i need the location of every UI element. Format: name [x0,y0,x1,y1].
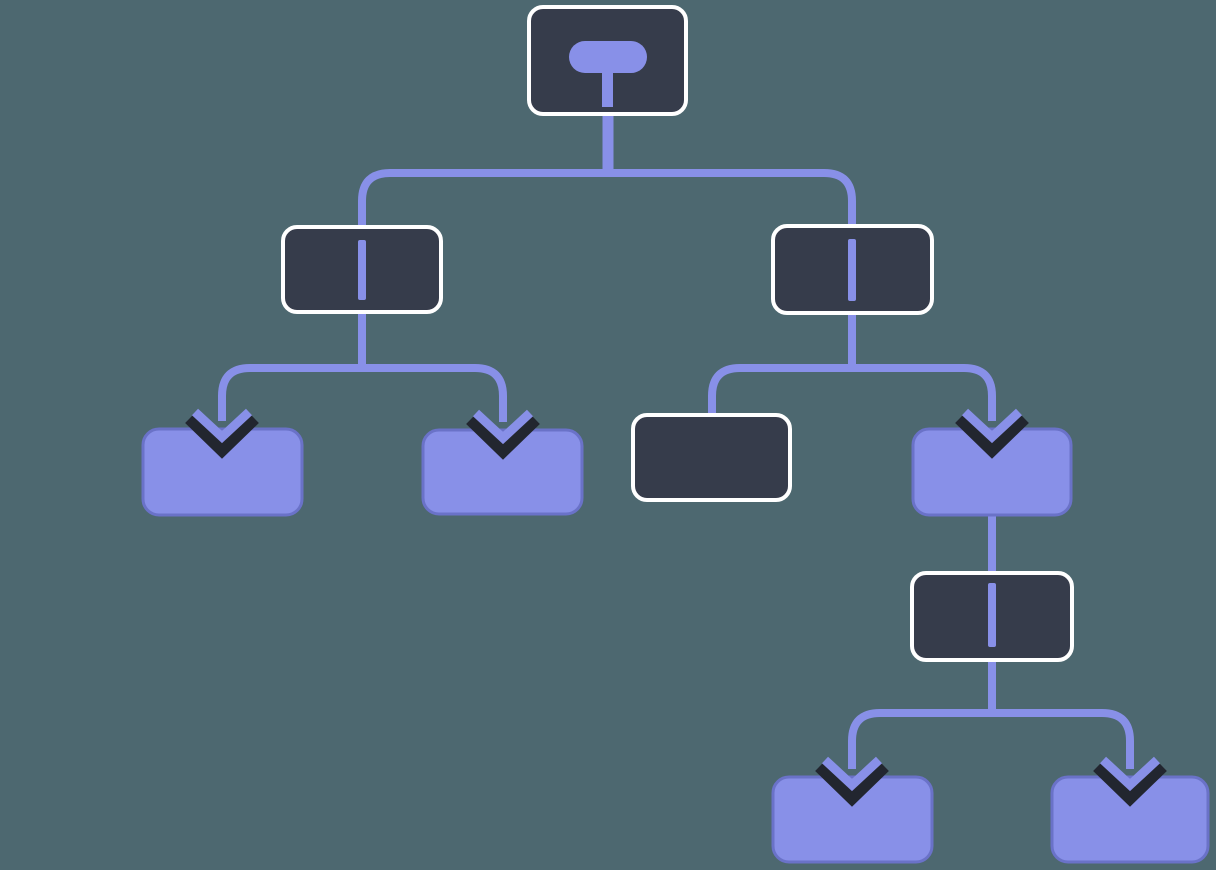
node-branch-bottom[interactable] [910,571,1074,662]
node-leaf-2[interactable] [421,428,584,516]
edge-branch-bottom-to-leaves [848,658,1134,769]
node-leaf-1[interactable] [141,427,304,517]
arrow-down-icon [1093,756,1167,807]
node-subgroup-dark[interactable] [631,413,792,502]
pass-through-line-icon [358,240,366,300]
pass-through-line-icon [848,239,856,301]
arrow-down-icon [466,409,540,460]
arrow-down-icon [815,756,889,807]
node-leaf-4[interactable] [771,775,934,864]
node-root[interactable] [527,5,688,116]
root-pill-icon [569,41,647,107]
node-branch-left[interactable] [281,225,443,314]
node-leaf-5[interactable] [1050,775,1210,864]
arrow-down-icon [185,408,259,459]
edge-root-to-branches [358,169,856,229]
pass-through-line-icon [988,583,996,647]
nodes [141,5,1210,864]
arrow-icons [185,408,1167,807]
connectors [218,110,1134,769]
edge-branch-left-to-leaves [218,310,507,422]
node-branch-right[interactable] [771,224,934,315]
node-leaf-3[interactable] [911,427,1073,517]
edge-branch-right-to-children [708,311,996,421]
arrow-down-icon [955,408,1029,459]
